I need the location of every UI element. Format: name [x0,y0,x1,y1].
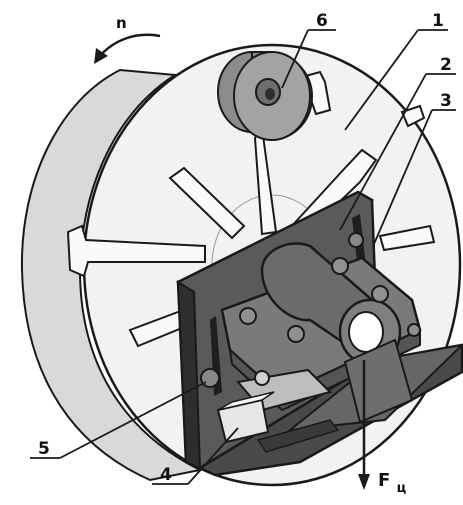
rotation-arrow-head-icon [94,48,108,64]
t-slot-right [378,224,436,252]
workpiece-support [343,338,414,424]
bolt-right [407,323,421,337]
counterweight-bolt-hole [265,88,275,100]
bolt-mid [287,325,305,343]
angle-plate-bolt-left [200,368,220,388]
force-label-subscript: ц [397,481,407,496]
callout-labels: 1 2 3 4 5 6 [38,11,452,485]
rotation-arrow [97,33,161,59]
clamp-bolt [254,370,270,386]
t-slot-far-right [400,104,426,128]
t-slot-upper-left [168,166,246,240]
bolt-top-right [371,285,389,303]
counterweight [217,51,314,142]
clamps [216,368,340,453]
callout-4-label: 4 [160,465,172,485]
rotation-indicator: n [94,14,161,64]
workpiece-bolts [239,257,421,343]
callout-4-leader [187,427,239,485]
callout-6-label: 6 [316,11,328,31]
callout-5-leader [59,381,207,459]
force-indicator: F ц [358,360,407,496]
callout-6-leader [281,29,309,89]
callout-5-label: 5 [38,439,50,459]
t-slot-left [66,224,206,278]
force-arrow-head-icon [358,474,370,490]
callout-3-leader [373,109,433,245]
callout-2-leader [339,73,427,231]
callout-1-label: 1 [432,11,444,31]
force-label: F ц [378,470,407,496]
angle-plate-bolt-right [348,232,364,248]
support-block-top [217,391,275,411]
callout-2-label: 2 [440,55,452,75]
workpiece-bore [348,311,384,353]
bolt-top [331,257,349,275]
force-label-main: F [378,470,390,491]
rotation-label: n [116,14,127,32]
callout-3-label: 3 [440,91,452,111]
callout-1-leader [344,29,419,131]
workpiece [220,242,422,424]
bottom-bar [256,419,340,453]
bolt-left [239,307,257,325]
callouts [30,29,456,485]
